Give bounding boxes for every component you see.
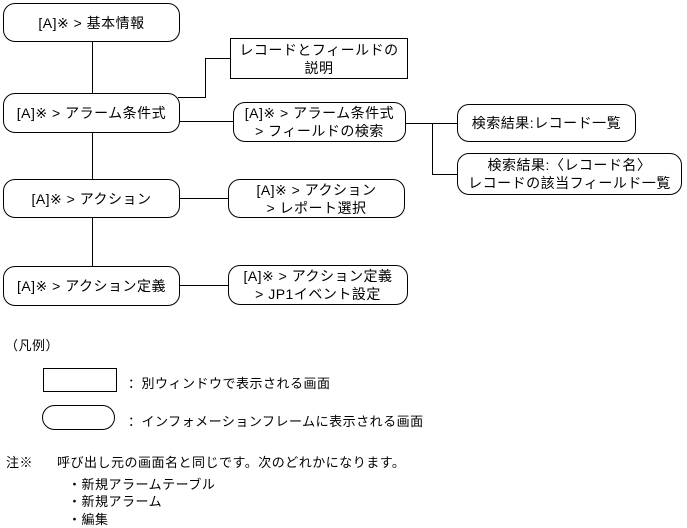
flow-node-label: [A]※ > アクション — [31, 190, 152, 207]
flow-node-label: 説明 — [304, 59, 334, 76]
flow-node-label: > JP1イベント設定 — [255, 286, 381, 302]
edge-action-to-reportselect — [180, 198, 228, 199]
flow-node-alarm-condition: [A]※ > アラーム条件式 — [3, 93, 180, 133]
legend-frame-swatch — [42, 405, 115, 430]
flow-node-report-select: [A]※ > アクション > レポート選択 — [228, 179, 405, 218]
edge-actiondefinition-to-jp1event — [180, 285, 228, 286]
flow-node-label: [A]※ > アクション定義 — [16, 278, 167, 294]
edge-alarmcondition-to-desc-h2 — [206, 58, 230, 59]
edge-fieldsearch-to-records — [406, 123, 457, 124]
legend-window-swatch — [43, 368, 117, 392]
legend-frame-label: ：インフォメーションフレームに表示される画面 — [128, 414, 424, 429]
flow-node-label: 検索結果:レコード一覧 — [471, 115, 622, 131]
flow-node-label: 検索結果:〈レコード名〉 — [487, 157, 652, 173]
flow-node-action: [A]※ > アクション — [3, 179, 180, 218]
note-item: ・新規アラーム — [68, 494, 163, 509]
note-body: 呼び出し元の画面名と同じです。次のどれかになります。 — [57, 455, 406, 470]
edge-basicinfo-to-alarmcondition — [92, 42, 93, 93]
legend-title: （凡例） — [5, 338, 60, 353]
note-item: ・新規アラームテーブル — [68, 477, 216, 492]
edge-alarmcondition-to-fieldsearch — [180, 121, 233, 122]
edge-alarmcondition-to-action — [92, 133, 93, 179]
flow-node-label: [A]※ > 基本情報 — [38, 14, 145, 31]
flow-node-search-result-records: 検索結果:レコード一覧 — [457, 104, 636, 142]
flow-node-jp1-event-settings: [A]※ > アクション定義 > JP1イベント設定 — [228, 265, 408, 305]
flow-node-basic-info: [A]※ > 基本情報 — [3, 3, 180, 42]
note-marker: 注※ — [6, 455, 34, 470]
note-item: ・編集 — [68, 512, 109, 527]
flow-node-label: レコードとフィールドの — [239, 41, 399, 58]
flow-node-label: > レポート選択 — [266, 199, 367, 216]
flow-node-record-field-description: レコードとフィールドの 説明 — [230, 38, 408, 79]
flow-node-label: [A]※ > アラーム条件式 — [16, 105, 167, 121]
flow-node-field-search: [A]※ > アラーム条件式 > フィールドの検索 — [233, 102, 406, 142]
flow-node-label: レコードの該当フィールド一覧 — [468, 175, 671, 191]
flow-node-label: > フィールドの検索 — [255, 123, 384, 139]
edge-fieldsearch-branch-v — [432, 123, 433, 174]
flow-node-action-definition: [A]※ > アクション定義 — [3, 266, 180, 306]
legend-window-label: ：別ウィンドウで表示される画面 — [128, 376, 331, 391]
edge-alarmcondition-to-desc-v — [205, 58, 206, 98]
flow-node-label: [A]※ > アクション — [256, 181, 377, 198]
edge-alarmcondition-to-desc-h1 — [178, 97, 206, 98]
flow-node-search-result-fields: 検索結果:〈レコード名〉 レコードの該当フィールド一覧 — [457, 153, 682, 195]
flow-node-label: [A]※ > アラーム条件式 — [244, 105, 395, 121]
flow-node-label: [A]※ > アクション定義 — [243, 268, 393, 284]
edge-fieldsearch-to-fields — [432, 174, 457, 175]
edge-action-to-actiondefinition — [92, 218, 93, 266]
